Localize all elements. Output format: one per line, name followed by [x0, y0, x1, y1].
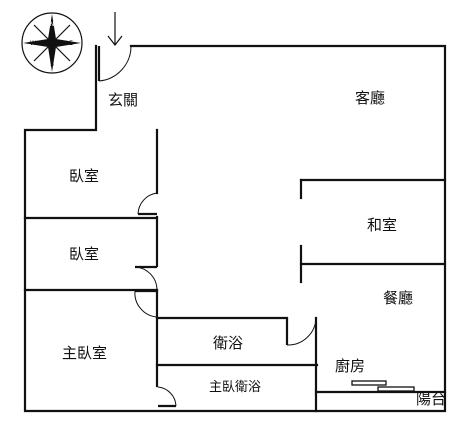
compass-south-label: S — [50, 61, 54, 68]
entrance-arrow-icon — [107, 12, 123, 46]
compass-icon: N S E W — [21, 12, 83, 74]
outer-walls — [23, 44, 447, 413]
room-label-bedroom-1: 臥室 — [69, 167, 100, 185]
room-label-living-room: 客廳 — [355, 89, 386, 107]
door-bedroom-2 — [134, 265, 158, 291]
kitchen-counter — [351, 380, 415, 392]
compass-north-label: N — [50, 21, 55, 28]
door-master-bedroom — [134, 289, 158, 318]
room-label-japanese-room: 和室 — [367, 216, 398, 234]
room-label-master-bedroom: 主臥室 — [62, 344, 108, 362]
door-entrance — [97, 45, 132, 82]
room-label-balcony: 陽台 — [416, 390, 447, 408]
door-bedroom-1 — [137, 192, 158, 216]
door-master-bathroom — [157, 386, 177, 408]
room-label-dining-room: 餐廳 — [383, 289, 414, 307]
compass-east-label: E — [69, 40, 73, 47]
door-bathroom — [285, 317, 317, 346]
room-label-bedroom-2: 臥室 — [69, 245, 100, 263]
room-label-kitchen: 廚房 — [335, 357, 366, 375]
interior-walls — [23, 128, 447, 413]
room-label-bathroom: 衛浴 — [213, 334, 244, 352]
compass-west-label: W — [30, 40, 36, 47]
room-label-master-bathroom: 主臥衛浴 — [209, 380, 262, 395]
room-label-entrance: 玄關 — [108, 91, 139, 109]
